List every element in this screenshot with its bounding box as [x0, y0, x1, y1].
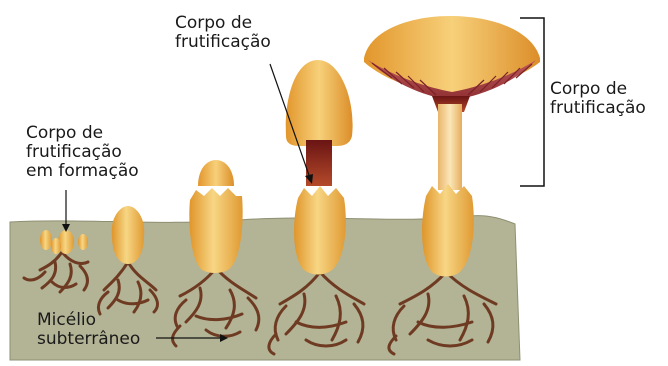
label-forming-line1: Corpo de [26, 124, 139, 143]
label-middle-line2: frutificação [175, 33, 271, 52]
label-mycelium-line1: Micélio [37, 311, 140, 330]
mushroom-stage-2 [112, 206, 145, 264]
label-forming-line3: em formação [26, 162, 139, 181]
label-mycelium: Micélio subterrâneo [37, 311, 140, 349]
label-middle-line1: Corpo de [175, 14, 271, 33]
label-middle: Corpo de frutificação [175, 14, 271, 52]
label-right: Corpo de frutificação [550, 80, 646, 118]
label-forming: Corpo de frutificação em formação [26, 124, 139, 181]
label-right-line1: Corpo de [550, 80, 646, 99]
mushroom-stage-4 [286, 60, 353, 275]
label-forming-line2: frutificação [26, 143, 139, 162]
label-right-line2: frutificação [550, 99, 646, 118]
mushroom-stage-3 [189, 160, 242, 273]
label-mycelium-line2: subterrâneo [37, 330, 140, 349]
